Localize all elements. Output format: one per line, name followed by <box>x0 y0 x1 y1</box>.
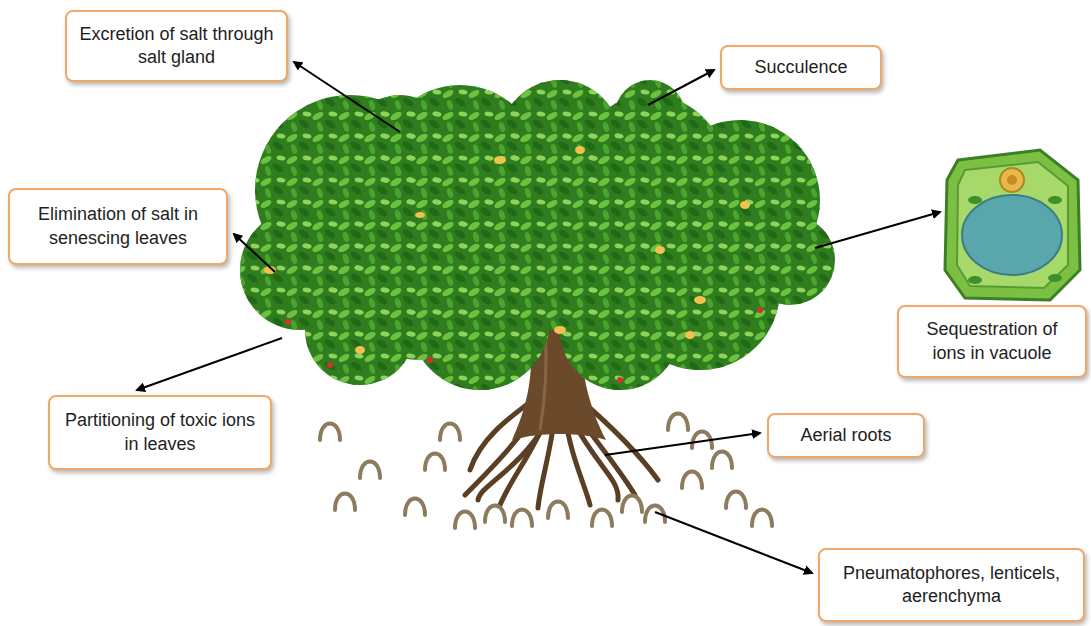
callout-text: Aerial roots <box>800 424 891 447</box>
callout-box: Excretion of salt through salt gland <box>65 10 288 82</box>
callout-text: Partitioning of toxic ions in leaves <box>60 409 260 456</box>
callout-box: Aerial roots <box>767 413 925 458</box>
callout-text: Excretion of salt through salt gland <box>77 23 276 70</box>
callout-text: Elimination of salt in senescing leaves <box>20 203 216 250</box>
callout-box: Pneumatophores, lenticels, aerenchyma <box>818 548 1085 622</box>
plant-cell <box>945 150 1080 300</box>
callout-box: Elimination of salt in senescing leaves <box>8 188 228 265</box>
leader-arrows <box>137 62 940 573</box>
callout-box: Succulence <box>720 45 882 90</box>
callout-box: Sequestration of ions in vacuole <box>897 305 1087 378</box>
callout-text: Pneumatophores, lenticels, aerenchyma <box>830 562 1073 609</box>
callout-text: Sequestration of ions in vacuole <box>909 318 1075 365</box>
canopy <box>240 80 835 390</box>
callout-box: Partitioning of toxic ions in leaves <box>48 395 272 470</box>
callout-text: Succulence <box>754 56 847 79</box>
pneumatophores <box>320 414 772 529</box>
